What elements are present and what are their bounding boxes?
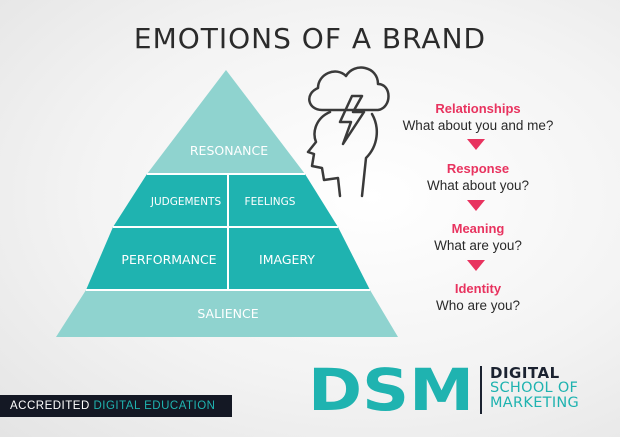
logo-line-digital: DIGITAL — [490, 364, 560, 382]
down-arrow-icon — [467, 139, 485, 150]
step-response: Response What about you? — [388, 161, 568, 194]
label-imagery: IMAGERY — [259, 252, 315, 267]
step-question: What about you? — [426, 178, 530, 193]
label-feelings: FEELINGS — [245, 196, 296, 208]
down-arrow-icon — [467, 260, 485, 271]
step-relationships: Relationships What about you and me? — [388, 101, 568, 134]
accredited-label: ACCREDITED — [10, 400, 90, 412]
step-heading: Meaning — [451, 221, 505, 236]
pyramid-level-resonance — [147, 70, 305, 174]
step-question: Who are you? — [435, 298, 521, 313]
dsm-logo-text: DSM — [308, 364, 474, 416]
pyramid-level-judgements-feelings — [113, 174, 338, 227]
page-title: EMOTIONS OF A BRAND — [133, 22, 487, 55]
accredited-banner: ACCREDITED DIGITAL EDUCATION — [0, 395, 232, 417]
pyramid-level-salience — [56, 290, 398, 337]
step-identity: Identity Who are you? — [388, 281, 568, 314]
step-question: What are you? — [434, 238, 522, 253]
label-salience: SALIENCE — [197, 306, 258, 321]
head-with-storm-cloud-icon — [306, 66, 390, 198]
step-heading: Relationships — [435, 101, 521, 116]
digital-education-label: DIGITAL EDUCATION — [93, 400, 216, 412]
logo-line-marketing: MARKETING — [490, 395, 580, 411]
step-meaning: Meaning What are you? — [388, 221, 568, 254]
label-resonance: RESONANCE — [190, 143, 268, 158]
logo-divider — [480, 366, 482, 414]
step-heading: Identity — [454, 281, 502, 296]
dsm-logo-mark: DSM — [308, 364, 474, 416]
logo-line-school-of: SCHOOL OF — [490, 380, 579, 396]
label-judgements: JUDGEMENTS — [150, 196, 222, 208]
label-performance: PERFORMANCE — [121, 252, 216, 267]
school-logo-text: DIGITAL SCHOOL OF MARKETING — [490, 366, 610, 411]
down-arrow-icon — [467, 200, 485, 211]
step-heading: Response — [446, 161, 510, 176]
step-question: What about you and me? — [402, 118, 554, 133]
